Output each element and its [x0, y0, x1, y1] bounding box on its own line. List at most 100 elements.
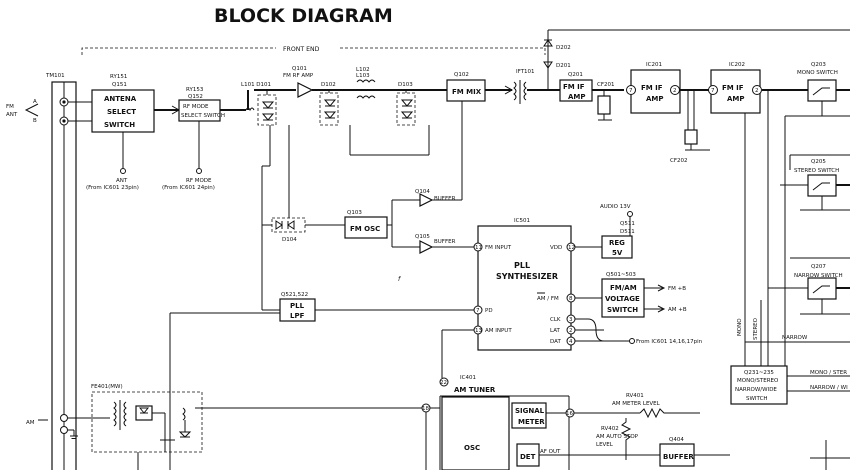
ic501-pin-lat: 2: [569, 328, 573, 334]
pll-lpf-ref: Q521,522: [281, 292, 308, 298]
terminal-tm101: TM101 FM ANT A B AM: [6, 73, 95, 473]
buffer-q105: Q105 BUFFER: [415, 234, 475, 254]
ic201-line2: AMP: [646, 95, 664, 103]
d511-ref: D511: [620, 229, 635, 235]
am-ant-label: AM: [26, 420, 35, 426]
reg-label: REG: [609, 239, 625, 247]
ic501-pd: PD: [485, 308, 493, 314]
rv401-label: AM METER LEVEL: [612, 401, 661, 407]
fm-osc: Q103 FM OSC: [344, 199, 420, 248]
rv401-rv402: RV401 AM METER LEVEL RV402 AM AUTO STOP …: [596, 393, 700, 460]
rfmode-note-label: RF MODE: [186, 178, 212, 184]
front-end-label: FRONT END: [283, 46, 320, 53]
fm-ant-label-1: FM: [6, 104, 14, 110]
rv402-label-1: AM AUTO STOP: [596, 434, 639, 440]
narrow-line-label: NARROW: [782, 335, 808, 341]
ic201-pin-out: 2: [673, 88, 677, 94]
ic501-pin-fm: 11: [475, 245, 482, 251]
ic501-pll-synthesizer: IC501 PLL SYNTHESIZER 11 FM INPUT 7 PD 1…: [473, 218, 703, 351]
q201-line1: FM IF: [563, 83, 585, 91]
diodes-d201-d202: D202 D201: [543, 29, 850, 90]
buffer-q104: Q104 BUFFER: [415, 189, 456, 207]
ic501-vdd: VDD: [550, 245, 562, 251]
from-ic601-label: From IC601 14,16,17pin: [636, 339, 703, 345]
fe401-label: FE401(MW): [91, 384, 123, 390]
ic401-pin-in: 18: [422, 406, 429, 412]
q105-ref: Q105: [415, 234, 430, 240]
switch-control-lines: MONO STEREO NARROW: [737, 300, 850, 366]
l102-label: L102: [356, 67, 370, 73]
mono-switch: Q203 MONO SWITCH: [784, 62, 850, 366]
ic501-line1: PLL: [514, 261, 530, 270]
reg-5v: AUDIO 13V Q511 D511 REG 5V: [600, 204, 635, 259]
fm-mix-ref: Q102: [454, 72, 469, 78]
ic401-osc: OSC: [464, 444, 480, 452]
d202-label: D202: [556, 45, 571, 51]
ry151-line3: SWITCH: [104, 121, 135, 129]
mono-stereo-narrow-wide-switch: Q231~235 MONO/STEREO NARROW/WIDE SWITCH …: [730, 365, 850, 405]
fm-b-label: FM +B: [668, 286, 686, 292]
d102-label: D102: [321, 82, 336, 88]
stray-f-mark: f: [398, 276, 401, 283]
mono-line-label: MONO: [737, 318, 743, 336]
stereo-switch-label: STEREO SWITCH: [794, 168, 839, 174]
ic202-fm-if-amp: IC202 7 2 FM IF AMP: [708, 62, 808, 366]
ic501-amfm: AM / FM: [537, 296, 559, 302]
q501-ref: Q501~503: [606, 272, 636, 278]
ic201-ref: IC201: [646, 62, 662, 68]
q203-ref: Q203: [811, 62, 826, 68]
q201-fm-if-amp: Q201 FM IF AMP CF201: [559, 72, 624, 121]
q152-ref: Q152: [188, 94, 203, 100]
rf-stage: L101 D101 Q101 FM RF AMP D102 L102 L103 …: [241, 66, 447, 166]
voltage-line1: FM/AM: [610, 284, 637, 292]
signal-meter-line2: METER: [518, 418, 545, 426]
ic401-label: AM TUNER: [454, 386, 496, 394]
q151-ref: Q151: [112, 82, 127, 88]
ic501-pin-amfm: 8: [569, 296, 573, 302]
pll-lpf: Q521,522 PLL LPF: [169, 292, 474, 470]
ry151-line2: SELECT: [107, 108, 136, 116]
q101-label: FM RF AMP: [283, 73, 314, 79]
ic501-pin-clk: 3: [569, 317, 573, 323]
am-b-label: AM +B: [668, 307, 687, 313]
ic501-pin-pd: 7: [476, 308, 480, 314]
front-end-bracket: FRONT END: [81, 43, 546, 55]
ant-note-source: (From IC601 23pin): [86, 185, 139, 191]
ic202-line2: AMP: [727, 95, 745, 103]
stereo-line-label: STEREO: [753, 317, 759, 340]
d104-varactor: D104: [261, 125, 345, 310]
ic401-ref: IC401: [460, 375, 476, 381]
q404-buffer: Q404 BUFFER: [659, 437, 730, 467]
fm-osc-label: FM OSC: [350, 225, 380, 233]
ic202-line1: FM IF: [722, 84, 744, 92]
fm-mix-label: FM MIX: [452, 88, 482, 96]
pll-lpf-line1: PLL: [290, 302, 305, 310]
diagram-title: BLOCK DIAGRAM: [214, 5, 393, 27]
d103-label: D103: [398, 82, 413, 88]
ic501-pin-dat: 4: [569, 339, 573, 345]
antenna-select-switch: RY151 Q151 ANTENA SELECT SWITCH ANT (Fro…: [86, 74, 155, 191]
fe401-mw: FE401(MW): [91, 384, 415, 470]
rv402-ref: RV402: [601, 426, 619, 432]
audio-13v-label: AUDIO 13V: [600, 204, 631, 210]
rv402-label-2: LEVEL: [596, 442, 614, 448]
ry151-ref: RY151: [110, 74, 127, 80]
voltage-line3: SWITCH: [607, 306, 638, 314]
ic202-pin-in: 7: [711, 88, 715, 94]
ic201-line1: FM IF: [641, 84, 663, 92]
ic501-am-input: AM INPUT: [485, 328, 512, 334]
ift101: IFT101: [513, 69, 560, 104]
ant-b-label: B: [33, 118, 37, 124]
monostereo-line1: MONO/STEREO: [737, 378, 779, 384]
det-label: DET: [520, 453, 536, 461]
ry153-line1: RF MODE: [183, 104, 209, 110]
signal-meter: SIGNAL METER 16: [511, 402, 640, 429]
monostereo-line2: NARROW/WIDE: [735, 387, 777, 393]
ant-a-label: A: [33, 99, 37, 105]
rv401-ref: RV401: [626, 393, 644, 399]
ic501-dat: DAT: [550, 339, 561, 345]
ic501-fm-input: FM INPUT: [485, 245, 512, 251]
l103-label: L103: [356, 73, 370, 79]
